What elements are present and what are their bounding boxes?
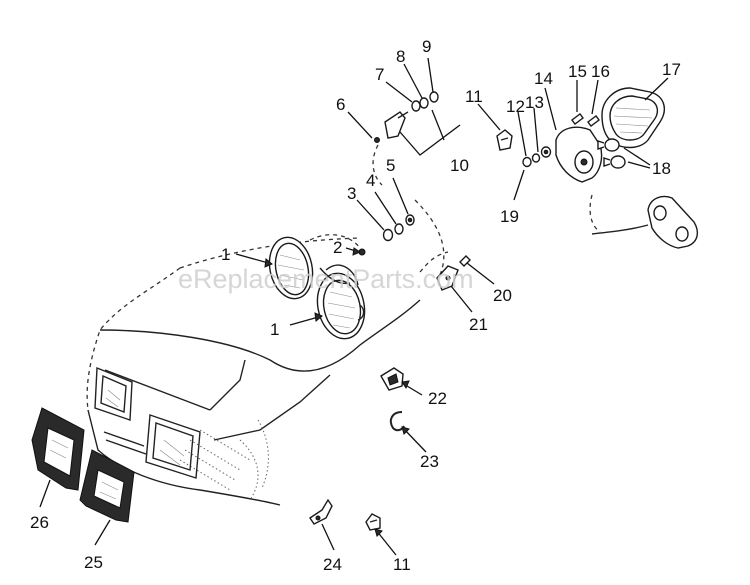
callout-20: 20 xyxy=(493,286,512,305)
callout-18: 18 xyxy=(652,159,671,178)
callout-23: 23 xyxy=(420,452,439,471)
callout-1-lower: 1 xyxy=(270,320,279,339)
callout-25: 25 xyxy=(84,553,103,572)
callout-12: 12 xyxy=(506,97,525,116)
callout-labels: 1 1 2 3 4 5 6 7 8 9 10 11 11 12 13 14 15… xyxy=(30,37,681,574)
callout-21: 21 xyxy=(469,315,488,334)
callout-14: 14 xyxy=(534,69,553,88)
vehicle-body xyxy=(86,199,445,506)
callout-5: 5 xyxy=(386,156,395,175)
retaining-ring xyxy=(389,411,405,432)
bracket-assembly xyxy=(372,91,439,186)
parking-lamp-lens xyxy=(601,87,666,149)
callout-3: 3 xyxy=(347,184,356,203)
callout-4: 4 xyxy=(366,171,375,190)
headlamp-bezel-right xyxy=(79,449,135,523)
callout-8: 8 xyxy=(396,47,405,66)
callout-1-upper: 1 xyxy=(221,245,230,264)
lamp-screws xyxy=(571,113,600,127)
headlamp-upper xyxy=(268,236,314,300)
callout-11-upper: 11 xyxy=(465,87,483,106)
callout-24: 24 xyxy=(323,555,342,574)
callout-26: 26 xyxy=(30,513,49,532)
callout-16: 16 xyxy=(591,62,610,81)
adjuster-hardware xyxy=(358,214,415,256)
leader-lines xyxy=(39,57,669,556)
callout-9: 9 xyxy=(422,37,431,56)
callout-22: 22 xyxy=(428,389,447,408)
headlamp-bezel-left xyxy=(31,407,85,491)
parking-lamp-housing xyxy=(555,126,603,233)
clip-lower xyxy=(365,513,381,531)
watermark: eReplacementParts.com xyxy=(178,264,474,294)
callout-2: 2 xyxy=(333,238,342,257)
small-fasteners xyxy=(522,146,552,168)
callout-7: 7 xyxy=(375,65,384,84)
connector xyxy=(380,367,404,391)
headlamp-lower xyxy=(316,272,366,340)
callout-10: 10 xyxy=(450,156,469,175)
side-bracket xyxy=(419,251,471,291)
clip-upper xyxy=(496,129,513,151)
callout-19: 19 xyxy=(500,207,519,226)
callout-11-lower: 11 xyxy=(393,555,411,574)
lamp-bulbs xyxy=(597,138,626,169)
callout-15: 15 xyxy=(568,62,587,81)
parking-lamp-housing-alt xyxy=(591,195,699,249)
headlamp-wiring xyxy=(309,234,361,286)
callout-17: 17 xyxy=(662,60,681,79)
callout-13: 13 xyxy=(525,93,544,112)
callout-6: 6 xyxy=(336,95,345,114)
socket xyxy=(309,498,333,525)
